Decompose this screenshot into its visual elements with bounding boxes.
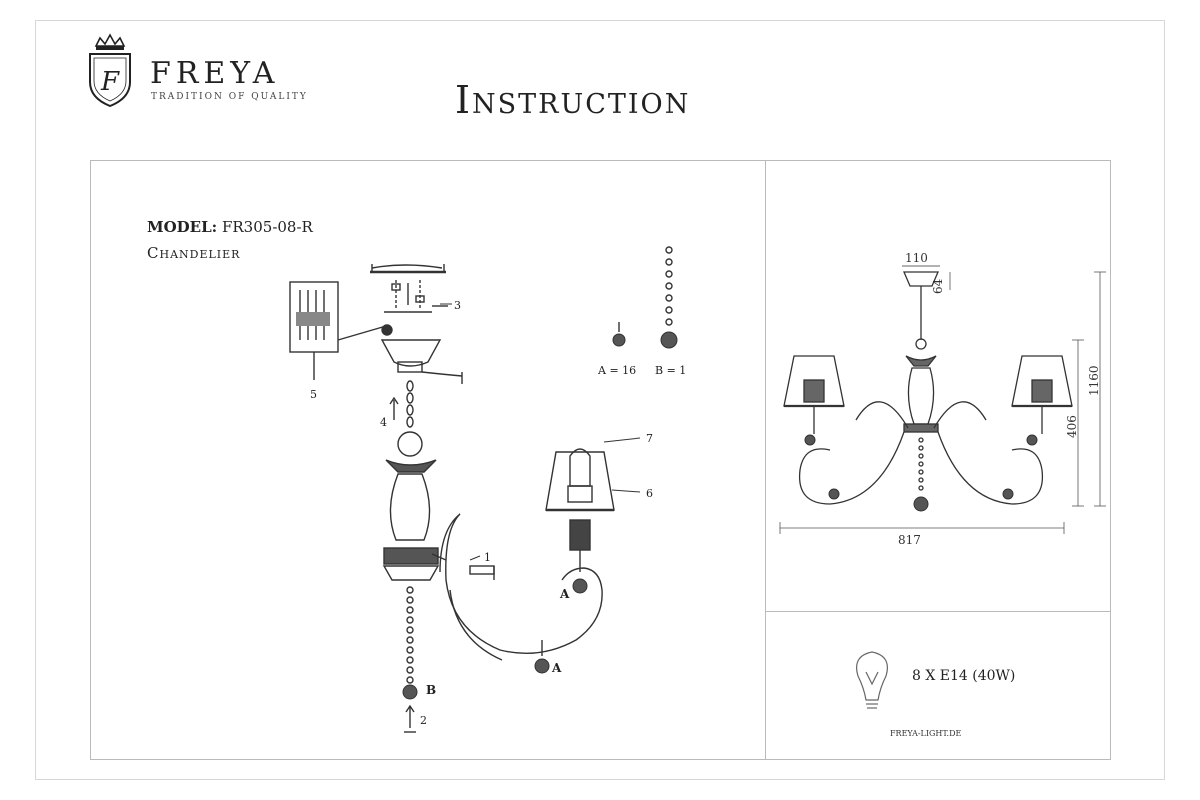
callout-4: 4: [380, 416, 387, 429]
callout-5: 5: [310, 388, 317, 401]
dimension-total-height: 1160: [1087, 365, 1101, 396]
crystal-ball-b-icon: [402, 684, 418, 700]
dimension-canopy-height: 64: [931, 278, 945, 294]
model-line: MODEL: FR305-08-R: [147, 218, 313, 236]
callout-3: 3: [454, 299, 461, 312]
center-column-icon: [382, 459, 447, 581]
callout-7: 7: [646, 432, 653, 445]
bulb-spec: 8 X E14 (40W): [912, 668, 1016, 684]
callout-6: 6: [646, 487, 653, 500]
ball-label-b: B: [426, 683, 436, 697]
arm-icon: [439, 513, 603, 661]
instruction-sheet: [35, 20, 1165, 780]
legend-ball-a-icon: [612, 333, 626, 347]
crown-shield-logo-icon: F: [89, 33, 131, 108]
ball-label-a: A: [559, 587, 570, 601]
ball-label-a: A: [551, 661, 562, 675]
model-code: FR305-08-R: [221, 218, 313, 236]
pendant-chain-icon: [404, 586, 416, 733]
chain-icon: [389, 380, 423, 457]
website: FREYA-LIGHT.DE: [890, 729, 962, 738]
dimensions-panel: [765, 160, 1111, 760]
crystal-ball-a-icon: [572, 578, 588, 594]
wiring-detail-icon: [289, 281, 387, 380]
crystal-ball-a-icon: [534, 658, 550, 674]
model-label: MODEL:: [147, 218, 218, 236]
product-type: Chandelier: [147, 244, 241, 262]
brand-tagline: Tradition of quality: [151, 92, 308, 102]
legend-a-count: A = 16: [597, 364, 636, 377]
dimension-top-width: 110: [905, 251, 928, 265]
dimension-body-height: 406: [1065, 415, 1079, 438]
logo-monogram: F: [100, 67, 120, 97]
callout-2: 2: [420, 714, 427, 727]
panel-divider: [765, 611, 1111, 612]
light-bulb-icon: [856, 651, 888, 709]
brand-name: FREYA: [150, 56, 280, 91]
document-title: Instruction: [455, 78, 691, 122]
lampshade-icon: [545, 448, 615, 572]
ceiling-mount-icon: [370, 264, 448, 313]
legend-b-count: B = 1: [655, 364, 686, 377]
legend-ball-b-icon: [660, 331, 678, 349]
dimension-drawing-icon: [783, 265, 1073, 505]
canopy-icon: [380, 324, 463, 384]
callout-1: 1: [484, 551, 491, 564]
dimension-span: 817: [898, 533, 921, 547]
legend-chain-icon: [618, 246, 673, 332]
